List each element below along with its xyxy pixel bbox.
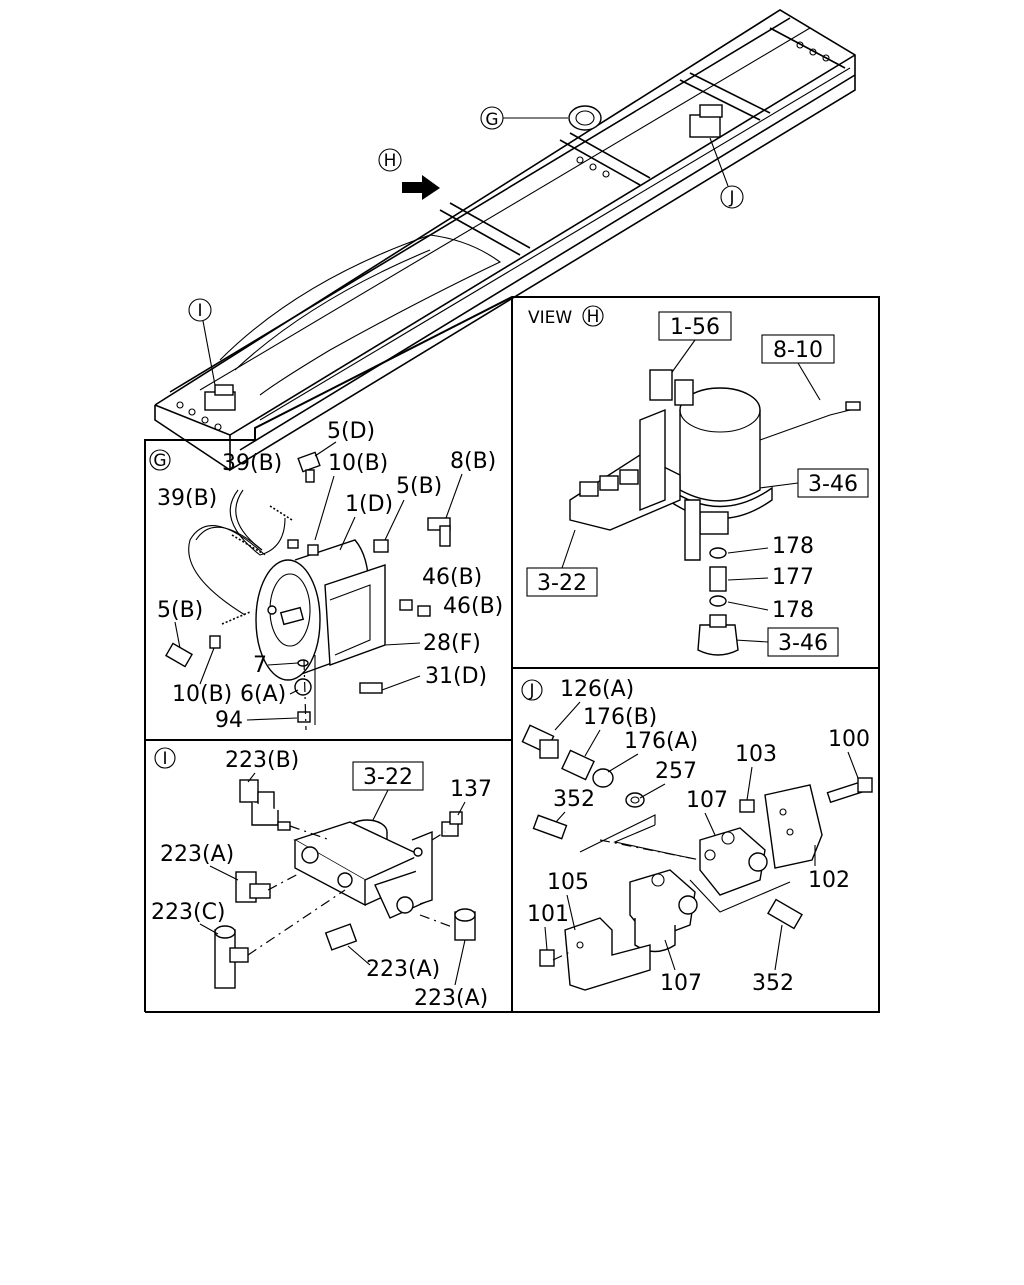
fittings-j (521, 724, 873, 967)
label-8b: 8(B) (450, 449, 496, 474)
label-223a-left: 223(A) (160, 842, 234, 867)
svg-text:J: J (728, 188, 734, 208)
label-137: 137 (450, 777, 492, 802)
label-28f: 28(F) (423, 631, 481, 656)
label-223c: 223(C) (151, 900, 226, 925)
callout-h-frame: H (378, 148, 402, 172)
label-178-top: 178 (772, 534, 814, 559)
callout-g-frame: G (480, 106, 568, 130)
label-5b-left: 5(B) (157, 598, 203, 623)
label-39b-left: 39(B) (157, 486, 217, 511)
label-10b-bottom: 10(B) (172, 682, 232, 707)
label-126a: 126(A) (560, 677, 634, 702)
valve-107-bottom (629, 869, 698, 953)
label-105: 105 (547, 870, 589, 895)
fitting-stack (697, 547, 739, 656)
relay-valve (293, 819, 433, 919)
label-6a: 6(A) (240, 682, 286, 707)
ref-3-46-top: 3-46 (808, 472, 858, 497)
panel-i: I 3-22 (151, 747, 492, 1011)
label-100: 100 (828, 727, 870, 752)
label-10b-top: 10(B) (328, 451, 388, 476)
label-107-bottom: 107 (660, 971, 702, 996)
ref-3-22-view: 3-22 (537, 571, 587, 596)
label-5b-right: 5(B) (396, 474, 442, 499)
label-102: 102 (808, 868, 850, 893)
label-1d: 1(D) (345, 492, 393, 517)
label-31d: 31(D) (425, 664, 487, 689)
callout-i-frame: I (188, 298, 216, 386)
svg-text:I: I (162, 749, 167, 769)
label-7: 7 (253, 653, 267, 678)
panel-frames (144, 296, 880, 1013)
fittings-g (165, 451, 451, 723)
rail-holes (176, 41, 830, 431)
svg-text:G: G (485, 110, 498, 130)
panel-view-h: VIEW H 1-56 8-10 3-46 3-22 3-46 (526, 305, 869, 657)
view-h-bracket (569, 369, 701, 561)
svg-text:H: H (384, 151, 397, 171)
label-352-bottom: 352 (752, 971, 794, 996)
label-176a: 176(A) (624, 729, 698, 754)
label-178-bottom: 178 (772, 598, 814, 623)
label-257: 257 (655, 759, 697, 784)
chassis-frame (154, 9, 856, 472)
label-223a-mid: 223(A) (366, 957, 440, 982)
ref-1-56: 1-56 (670, 315, 720, 340)
ref-8-10: 8-10 (773, 338, 823, 363)
view-h-title: VIEW (528, 308, 572, 328)
svg-text:G: G (153, 451, 166, 471)
ref-3-46-bottom: 3-46 (778, 631, 828, 656)
label-223a-bottom: 223(A) (414, 986, 488, 1011)
label-46b-a: 46(B) (422, 565, 482, 590)
svg-text:H: H (587, 307, 600, 327)
label-176b: 176(B) (583, 705, 657, 730)
panel-g: G (149, 419, 503, 733)
label-177: 177 (772, 565, 814, 590)
fittings-i (214, 779, 476, 989)
air-dryer (667, 387, 773, 535)
valve-107-top (699, 827, 768, 896)
panel-j: J (521, 677, 873, 996)
label-39b-top: 39(B) (222, 451, 282, 476)
callout-j-frame: J (709, 137, 744, 209)
view-direction-arrow (402, 175, 440, 200)
label-352-top: 352 (553, 787, 595, 812)
label-94: 94 (215, 708, 243, 733)
label-5d: 5(D) (327, 419, 375, 444)
ref-3-22-panel-i: 3-22 (363, 765, 413, 790)
label-101: 101 (527, 902, 569, 927)
svg-text:I: I (197, 301, 202, 321)
svg-text:J: J (528, 681, 534, 701)
label-107-top: 107 (686, 788, 728, 813)
label-223b: 223(B) (225, 748, 299, 773)
label-103: 103 (735, 742, 777, 767)
label-46b-b: 46(B) (443, 594, 503, 619)
